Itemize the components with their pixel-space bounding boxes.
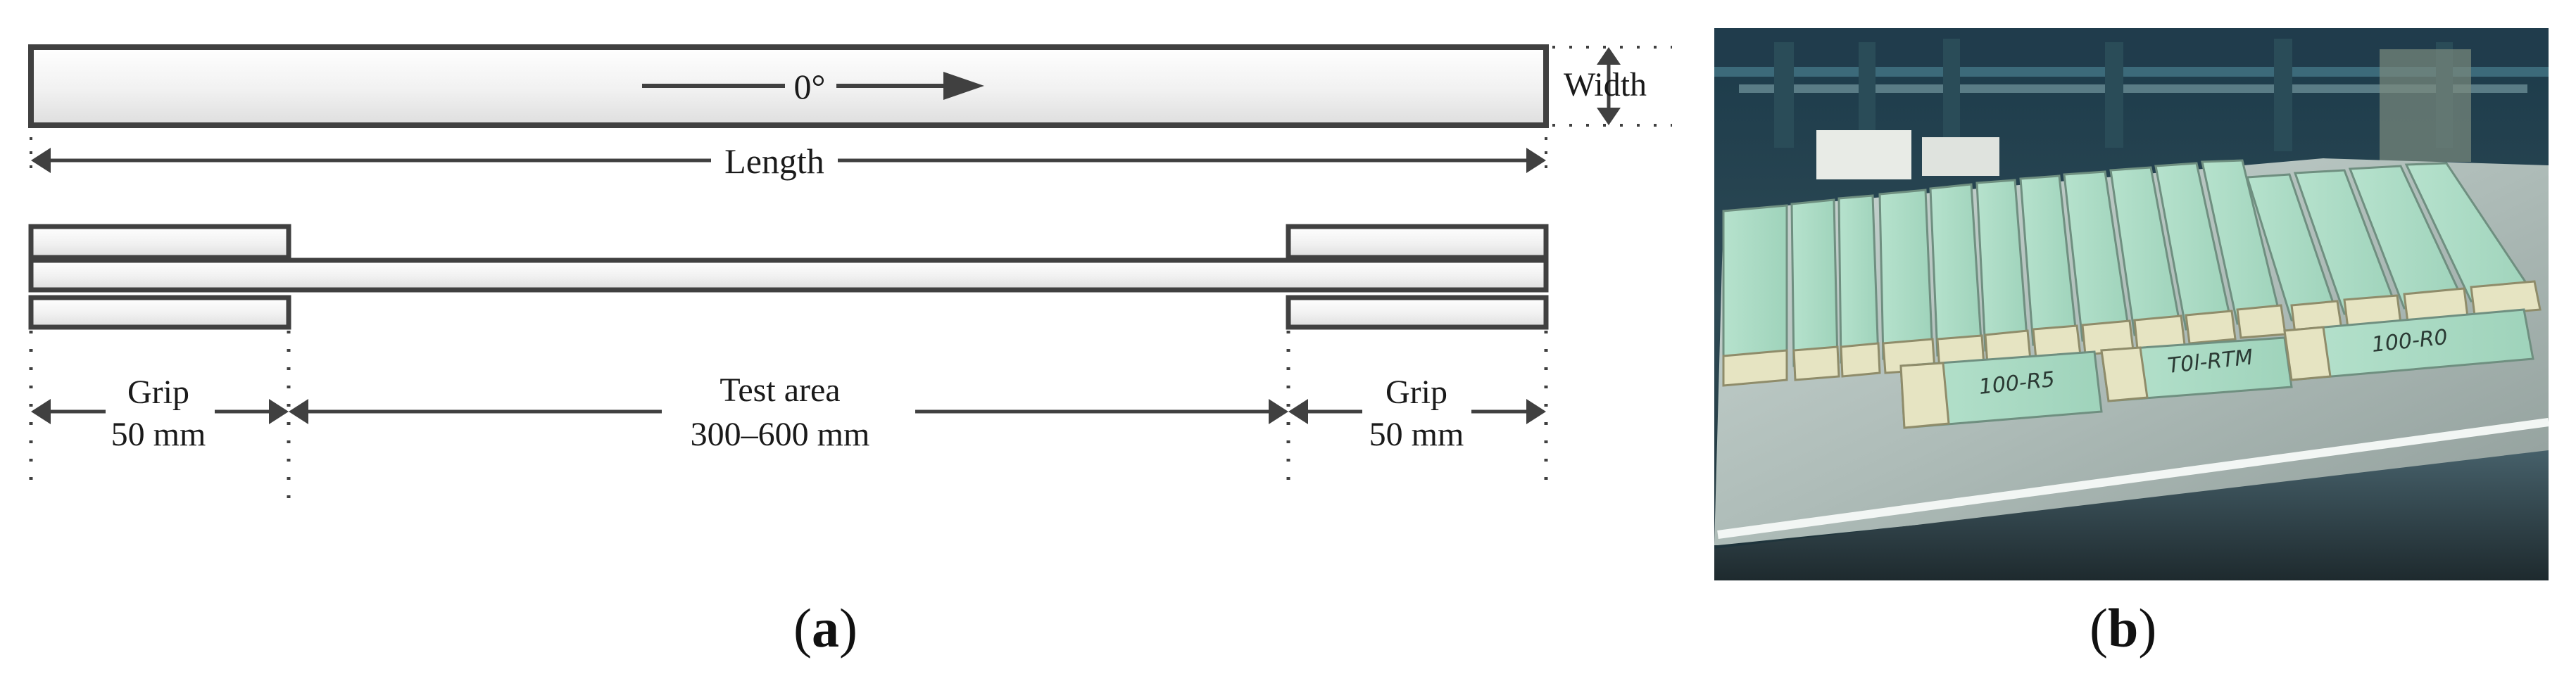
length-label: Length bbox=[724, 141, 824, 181]
caption-a: (a) bbox=[793, 597, 857, 659]
grip-left-dimension bbox=[31, 399, 289, 424]
laminate-strip bbox=[28, 258, 1549, 293]
caption-b: (b) bbox=[2090, 597, 2157, 659]
grip-left-size: 50 mm bbox=[111, 416, 206, 453]
test-area-dimension bbox=[289, 399, 1288, 424]
grip-right-size: 50 mm bbox=[1369, 416, 1464, 453]
test-area-name: Test area bbox=[720, 371, 840, 409]
panel-a-diagram: 0° Width Length bbox=[28, 44, 1672, 503]
coupon-top-view bbox=[28, 44, 1549, 128]
tab-bottom-left bbox=[28, 295, 291, 330]
panel-b-photo: 100-R5 T0l-RTM 100-R0 bbox=[1714, 28, 2549, 580]
grip-right-dimension bbox=[1288, 399, 1546, 424]
direction-label: 0° bbox=[794, 67, 826, 106]
tab-top-right bbox=[1286, 224, 1549, 260]
width-dimension bbox=[1552, 46, 1672, 127]
fiber-direction-arrow bbox=[642, 72, 984, 100]
length-dimension bbox=[30, 137, 1547, 176]
specimen-strips bbox=[1722, 159, 2542, 429]
caption-a-letter: a bbox=[811, 597, 839, 659]
tab-bottom-right bbox=[1286, 295, 1549, 330]
grip-right-name: Grip bbox=[1386, 374, 1447, 411]
coupon-side-view bbox=[28, 224, 1549, 330]
test-area-size: 300–600 mm bbox=[691, 416, 870, 453]
caption-b-letter: b bbox=[2107, 597, 2139, 659]
grip-left-name: Grip bbox=[127, 374, 189, 411]
width-label: Width bbox=[1564, 66, 1647, 103]
tab-top-left bbox=[28, 224, 291, 260]
